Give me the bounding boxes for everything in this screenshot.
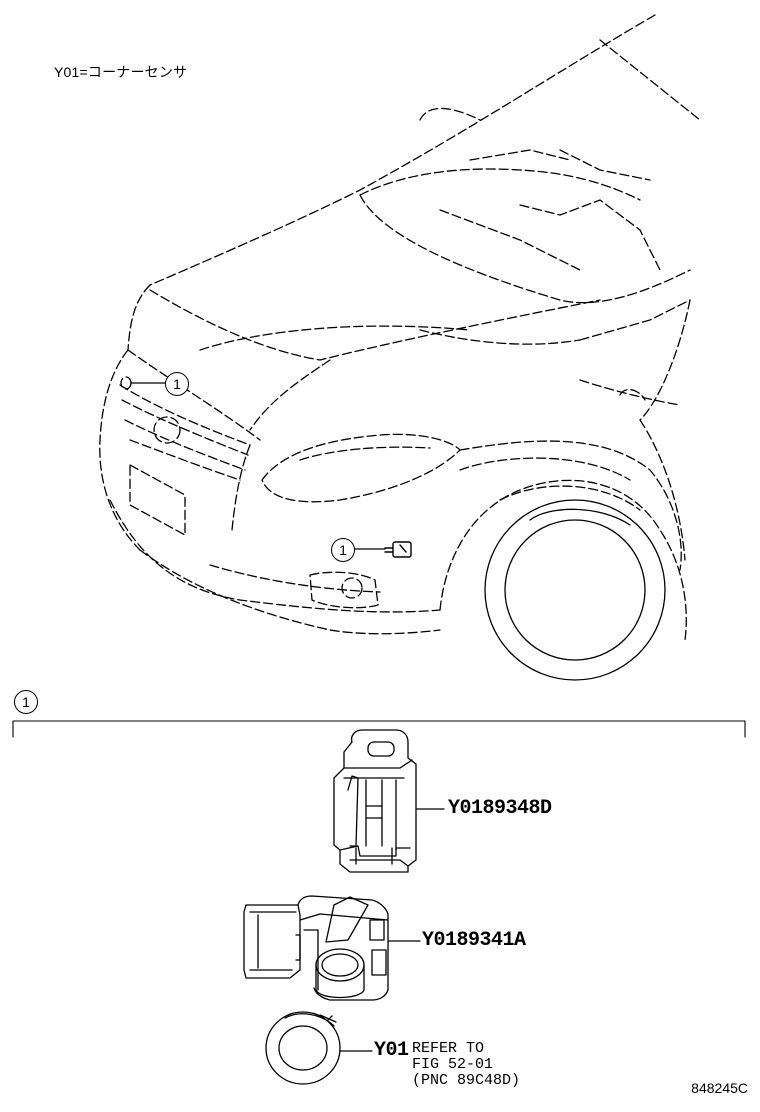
corner-sensor-drawing (243, 895, 389, 1001)
callout-number: 1 (173, 376, 181, 392)
bumper-sensor-icon (384, 541, 412, 558)
reference-note-line1: REFER TO (412, 1040, 485, 1057)
car-front-view (99, 14, 701, 641)
sensor-bracket-drawing (333, 729, 417, 873)
callout-bumper-sensor: 1 (331, 538, 355, 562)
callout-number: 1 (22, 694, 30, 710)
part-number-sensor[interactable]: Y0189341A (422, 929, 526, 952)
callout-grille-sensor: 1 (165, 372, 189, 396)
callout-parts-group: 1 (14, 690, 38, 714)
callout-number: 1 (339, 542, 347, 558)
bracket-line (12, 720, 746, 738)
reference-note: REFER TO FIG 52-01 (PNC 89C48D) (412, 1041, 520, 1089)
sensor-legend: Y01=コーナーセンサ (54, 64, 188, 80)
figure-code: 848245C (691, 1080, 748, 1096)
front-wheel (484, 499, 666, 681)
reference-note-line3: (PNC 89C48D) (412, 1072, 521, 1089)
reference-note-line2[interactable]: FIG 52-01 (412, 1056, 494, 1073)
sensor-ring-drawing (265, 1011, 341, 1085)
part-number-ring[interactable]: Y01 (374, 1039, 409, 1062)
part-number-bracket[interactable]: Y0189348D (448, 797, 552, 820)
